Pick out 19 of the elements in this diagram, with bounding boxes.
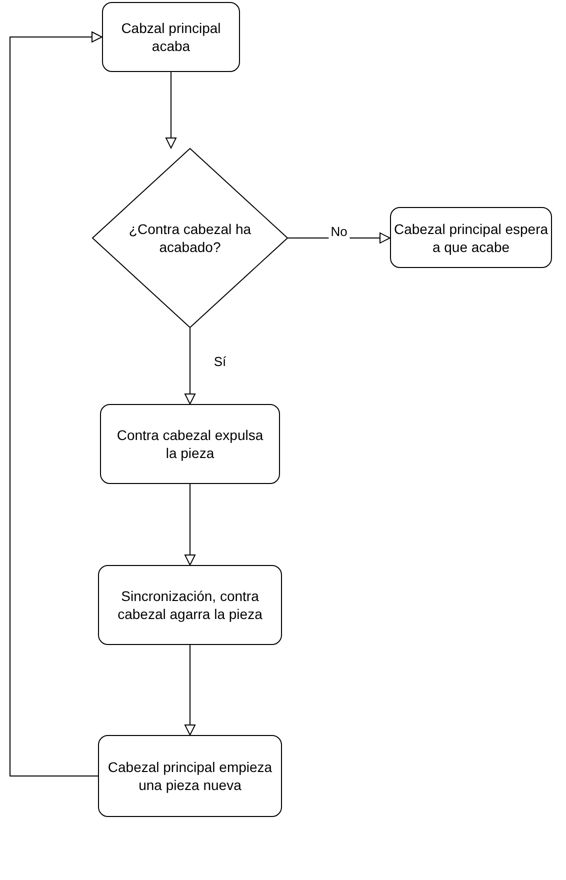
arrow: [166, 72, 176, 148]
arrow: [184, 644, 196, 736]
process-box: [98, 735, 282, 817]
node-text: Cabzal principal acaba: [120, 19, 222, 55]
node-text: ¿Contra cabezal ha acabado?: [128, 220, 252, 256]
process-box: [390, 207, 552, 268]
node-text: Cabezal principal espera a que acabe: [393, 220, 549, 256]
arrow: [184, 328, 196, 404]
node-text: Sincronización, contra cabezal agarra la pieza: [116, 587, 264, 623]
process-box: [100, 404, 280, 484]
arrow: [288, 232, 390, 244]
arrow: [184, 484, 196, 566]
edge-label: No: [328, 224, 350, 240]
process-box: [98, 565, 282, 645]
node-text: Contra cabezal expulsa la pieza: [116, 426, 264, 462]
decision-diamond: [92, 148, 288, 328]
arrow: [10, 32, 102, 776]
process-box: [102, 2, 240, 72]
node-text: Cabezal principal empieza una pieza nueva: [106, 758, 274, 794]
